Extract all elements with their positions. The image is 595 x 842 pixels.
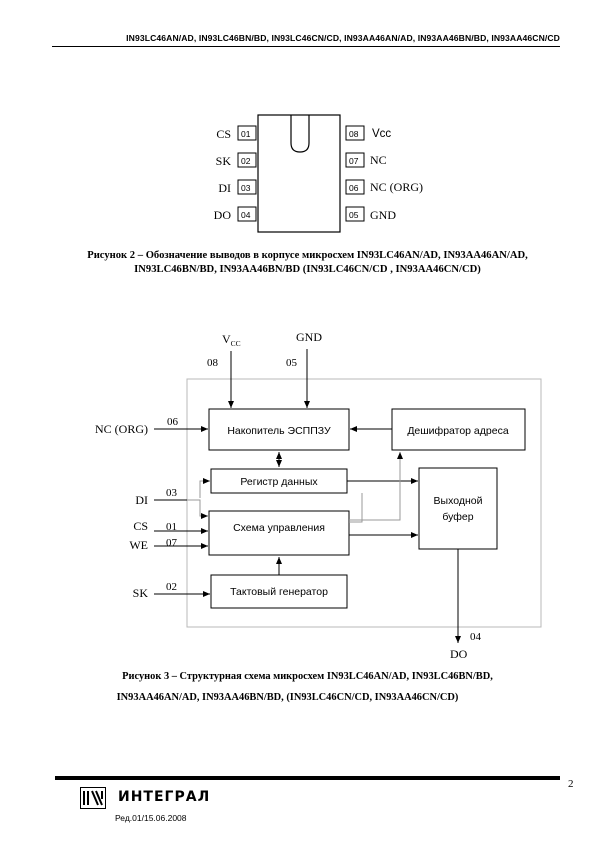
- pin-box-05: [345, 206, 365, 222]
- vcc-pin-num: 08: [207, 357, 219, 369]
- header-rule: [52, 46, 560, 47]
- figure3-caption: Рисунок 3 – Структурная схема микросхем …: [40, 666, 575, 708]
- figure2-caption: Рисунок 2 – Обозначение выводов в корпус…: [40, 249, 575, 277]
- pin-box-01: [237, 125, 257, 141]
- footer-rule: [55, 776, 560, 780]
- control-to-datareg: [349, 493, 363, 523]
- pin-num-07: 07: [349, 156, 359, 166]
- page-number: 2: [568, 778, 574, 790]
- sk-label: SK: [133, 586, 149, 600]
- pin-num-08: 08: [349, 129, 359, 139]
- pin-box-03: [237, 179, 257, 195]
- sk-num: 02: [166, 581, 177, 593]
- nc-org-label: NC (ORG): [95, 422, 148, 436]
- pin-label-vcc: Vcc: [372, 128, 391, 140]
- gnd-pin-num: 05: [286, 357, 298, 369]
- pin-num-05: 05: [349, 210, 359, 220]
- package-body: [257, 114, 341, 233]
- we-num: 07: [166, 537, 178, 549]
- integral-logo-icon: [80, 787, 106, 809]
- pin-label-sk: SK: [216, 154, 232, 168]
- di-into-control: [187, 499, 208, 519]
- pin-num-04: 04: [241, 210, 251, 220]
- cs-num: 01: [166, 521, 177, 533]
- figure3-caption-line2: IN93AA46AN/AD, IN93AA46BN/BD, (IN93LC46C…: [116, 692, 459, 703]
- pin-label-do: DO: [214, 208, 232, 222]
- di-to-datareg: [199, 478, 210, 498]
- control-label: Схема управления: [233, 522, 325, 534]
- gnd-label: GND: [296, 330, 322, 344]
- eeprom-block: [208, 408, 350, 451]
- pin-label-gnd: GND: [370, 208, 396, 222]
- pin-box-06: [345, 179, 365, 195]
- pin-label-cs: CS: [216, 127, 231, 141]
- control-to-decoder: [349, 452, 403, 521]
- pin-box-07: [345, 152, 365, 168]
- data-register-block: [210, 468, 348, 494]
- decoder-label: Дешифратор адреса: [407, 425, 509, 437]
- di-label: DI: [135, 493, 148, 507]
- pin-label-di: DI: [218, 181, 231, 195]
- nc-org-num: 06: [167, 416, 179, 428]
- output-buffer-label-2: буфер: [442, 511, 473, 523]
- pin-num-06: 06: [349, 183, 359, 193]
- pin-label-nc-org: NC (ORG): [370, 180, 423, 194]
- revision-date: Ред.01/15.06.2008: [115, 813, 187, 823]
- pin-num-02: 02: [241, 156, 251, 166]
- cs-label: CS: [133, 519, 148, 533]
- clock-label: Тактовый генератор: [230, 586, 328, 598]
- output-buffer-block: [418, 467, 498, 550]
- figure2-caption-line1: Рисунок 2 – Обозначение выводов в корпус…: [87, 250, 528, 261]
- vcc-label: VCC: [222, 332, 241, 348]
- brand-name: ИНТЕГРАЛ: [118, 789, 211, 805]
- clock-block: [210, 574, 348, 609]
- pin-box-04: [237, 206, 257, 222]
- data-register-label: Регистр данных: [240, 476, 318, 488]
- pin-box-02: [237, 152, 257, 168]
- page-header: IN93LC46AN/AD, IN93LC46BN/BD, IN93LC46CN…: [126, 33, 560, 43]
- output-buffer-label-1: Выходной: [434, 495, 483, 507]
- di-num: 03: [166, 487, 178, 499]
- chip-boundary: [186, 378, 542, 628]
- pin-num-03: 03: [241, 183, 251, 193]
- pin-num-01: 01: [241, 129, 251, 139]
- figure3-caption-line1: Рисунок 3 – Структурная схема микросхем …: [122, 671, 493, 682]
- package-notch: [290, 115, 310, 153]
- do-pin-num: 04: [470, 631, 482, 643]
- pin-label-nc: NC: [370, 153, 387, 167]
- we-label: WE: [129, 538, 148, 552]
- pin-box-08: [345, 125, 365, 141]
- control-block: [208, 510, 350, 556]
- do-label: DO: [450, 647, 468, 661]
- figure2-caption-line2: IN93LC46BN/BD, IN93AA46BN/BD (IN93LC46CN…: [134, 264, 481, 275]
- eeprom-label: Накопитель ЭСППЗУ: [227, 425, 331, 437]
